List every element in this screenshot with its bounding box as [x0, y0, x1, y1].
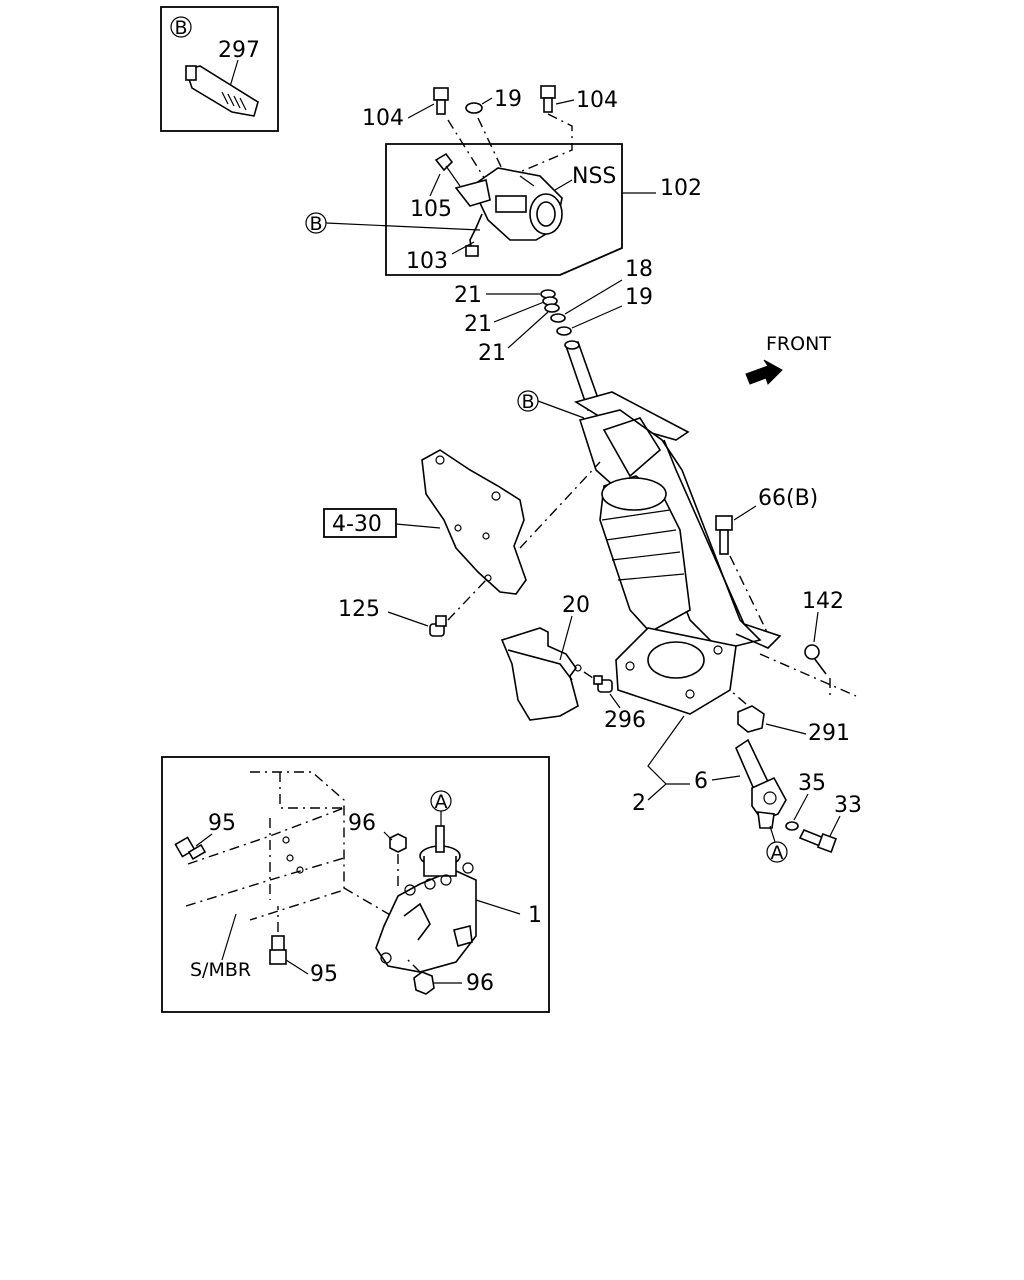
oring-19-lower: [556, 326, 572, 336]
label-96-upper: 96: [348, 811, 376, 836]
label-s-mbr: S/MBR: [190, 959, 251, 981]
clip-296: [593, 675, 613, 693]
label-96-lower: 96: [466, 971, 494, 996]
label-297: 297: [218, 38, 260, 63]
label-296: 296: [604, 708, 646, 733]
screw-105: [434, 152, 461, 187]
harness-103: [465, 213, 483, 257]
marker-a-joint-text: A: [771, 842, 784, 864]
oring-19-top: [465, 102, 483, 114]
washer-18: [550, 313, 566, 323]
cover-4-30: 4-30: [323, 449, 601, 595]
label-104-left: 104: [362, 106, 404, 131]
washers-group: 21 21 21 18 19: [454, 257, 653, 366]
label-291: 291: [808, 721, 850, 746]
inset-b-box: B 297: [160, 6, 279, 132]
bolt-95-upper: [174, 836, 207, 861]
label-nss: NSS: [572, 164, 616, 189]
steering-lock-body: [454, 167, 563, 241]
shield-20: [500, 627, 582, 721]
washer-21-3: [544, 303, 560, 313]
steering-gear-inset: 95 95 S/MBR 1: [161, 756, 550, 1013]
marker-b-inset: [170, 16, 192, 38]
label-2: 2: [632, 791, 646, 816]
label-6: 6: [694, 769, 708, 794]
column-head-group: 102 104 19 104 105: [305, 85, 702, 276]
marker-a-box-text: A: [435, 791, 448, 813]
steering-column: [564, 340, 782, 715]
label-142: 142: [802, 589, 844, 614]
label-4-30: 4-30: [332, 512, 382, 537]
label-21-a: 21: [454, 283, 482, 308]
label-1: 1: [528, 903, 542, 928]
label-19-top: 19: [494, 87, 522, 112]
label-21-c: 21: [478, 341, 506, 366]
screw-142: [804, 644, 827, 675]
marker-a-joint: [766, 841, 788, 863]
nut-96-lower: [413, 971, 435, 995]
label-33: 33: [834, 793, 862, 818]
washer-35: [785, 821, 799, 831]
lower-shaft-6: [734, 738, 787, 829]
label-21-b: 21: [464, 312, 492, 337]
label-95-lower: 95: [310, 962, 338, 987]
bolt-66b: [715, 515, 733, 555]
label-66b: 66(B): [758, 486, 818, 511]
label-105: 105: [410, 197, 452, 222]
steering-gear-box: [375, 825, 477, 973]
label-125: 125: [338, 597, 380, 622]
label-104-right: 104: [576, 88, 618, 113]
marker-b-inset-text: B: [174, 17, 187, 39]
bolt-104-left: [433, 87, 449, 115]
label-18: 18: [625, 257, 653, 282]
marker-b-harness-text: B: [309, 213, 322, 235]
label-19-lower: 19: [625, 285, 653, 310]
nut-96-upper: [389, 833, 407, 853]
clip-125: [429, 615, 447, 637]
label-102: 102: [660, 176, 702, 201]
clip-291: [737, 705, 765, 733]
front-indicator: FRONT: [745, 333, 831, 385]
bolt-33: [798, 828, 837, 853]
label-20: 20: [562, 593, 590, 618]
label-35: 35: [798, 771, 826, 796]
bolt-95-lower: [269, 935, 287, 965]
front-arrow-icon: [745, 359, 783, 385]
label-95-upper: 95: [208, 811, 236, 836]
bolt-104-right: [540, 85, 556, 113]
label-103: 103: [406, 249, 448, 274]
clip-297: [184, 65, 259, 117]
marker-b-column-text: B: [521, 391, 534, 413]
label-front: FRONT: [766, 333, 831, 355]
